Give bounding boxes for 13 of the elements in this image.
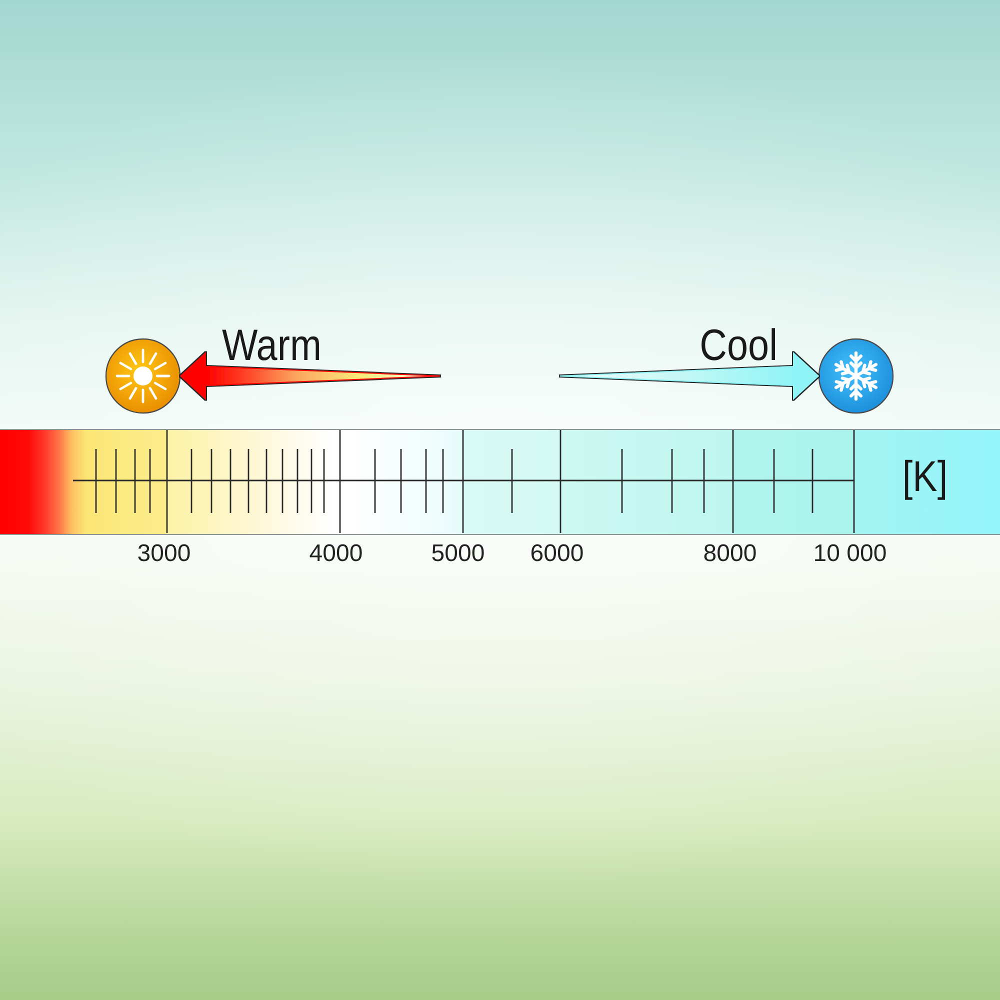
tick-label: 3000 xyxy=(137,542,191,566)
sun-icon xyxy=(105,338,181,414)
tick-label: 5000 xyxy=(431,542,485,566)
tick-label: 10 000 xyxy=(813,542,887,566)
edge-label: Warm xyxy=(222,327,322,364)
tick-label: 6000 xyxy=(530,542,584,566)
tick-label: 8000 xyxy=(703,542,757,566)
snowflake-icon xyxy=(818,338,894,414)
tick-label: 4000 xyxy=(309,542,363,566)
arrow xyxy=(180,352,440,400)
edge-label: Cool xyxy=(699,327,777,364)
arrow xyxy=(560,352,820,400)
unit-label: [K] xyxy=(902,454,948,502)
